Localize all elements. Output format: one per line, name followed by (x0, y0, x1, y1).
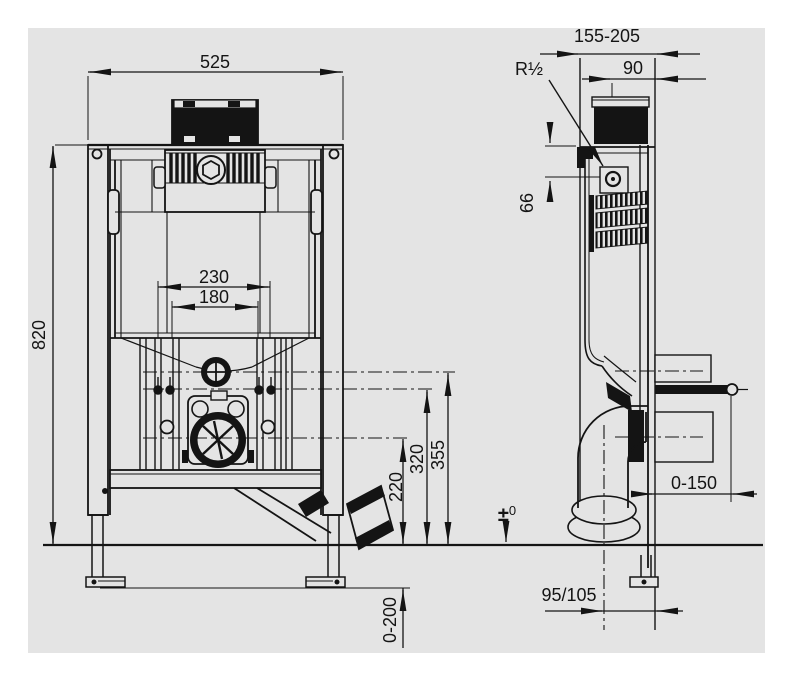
dim-floor-level-label: ±0 (497, 503, 517, 526)
dimension-lines (43, 50, 763, 648)
dim-rail-inner-label: 180 (198, 287, 230, 307)
adjustable-legs (85, 514, 346, 588)
supply-connection (599, 166, 629, 194)
top-plate (591, 96, 650, 108)
dim-outlet-height-label: 220 (386, 471, 406, 503)
dim-supply-height-label: 355 (428, 439, 448, 471)
side-foot (629, 555, 659, 588)
dim-depth-range-label: 155-205 (573, 26, 641, 46)
inspection-cover-side (594, 107, 648, 144)
flush-bend (233, 484, 395, 551)
bottom-crossbar (109, 469, 322, 489)
left-upright (87, 144, 109, 516)
valve-assembly (182, 390, 254, 468)
front-view (85, 99, 395, 588)
adjustment-rails (589, 190, 649, 252)
fixing-bolts (153, 377, 276, 395)
dim-rail-outer-label: 230 (198, 267, 230, 287)
dim-front-adjust-label: 0-150 (670, 473, 718, 493)
mount-hole-right (328, 148, 340, 160)
drain-connector (628, 410, 644, 462)
dim-leg-adjust-label: 0-200 (380, 596, 400, 644)
dim-connection-height-label: 320 (407, 443, 427, 475)
dim-front-width-label: 525 (199, 52, 231, 72)
dim-outlet-wall-label: 95/105 (541, 585, 597, 605)
dim-cistern-depth-label: 90 (622, 58, 644, 78)
leader-line (548, 79, 604, 167)
right-upright (322, 144, 344, 516)
dim-supply-offset-label: 66 (517, 192, 537, 214)
inspection-cover (171, 99, 259, 146)
water-inlet (201, 357, 231, 387)
mount-hole-left (91, 148, 103, 160)
dim-frame-height-label: 820 (29, 319, 49, 351)
flush-mechanism (153, 149, 277, 213)
dim-supply-thread-label: R½ (514, 59, 543, 79)
threaded-rod (655, 383, 748, 396)
